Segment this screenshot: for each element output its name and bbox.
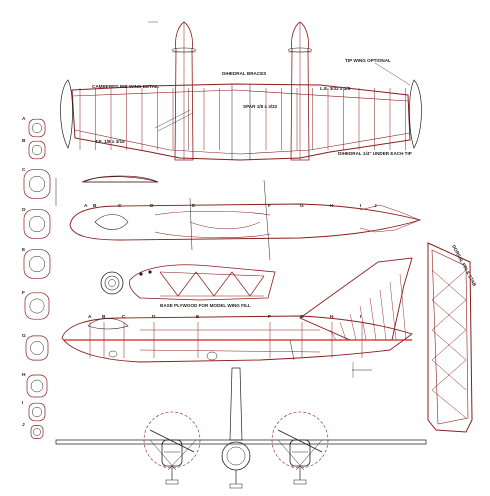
former-hole bbox=[29, 298, 45, 314]
former bbox=[24, 292, 50, 320]
wing-plan-view: CAMBERED RIB WING DETAIL DIHEDRAL BRACES… bbox=[60, 21, 422, 161]
left-nacelle bbox=[171, 21, 197, 161]
former-letter: C bbox=[22, 167, 26, 173]
tip-wing-label: TIP WING OPTIONAL bbox=[345, 58, 391, 63]
former-hole bbox=[30, 379, 44, 393]
former-letter: E bbox=[22, 247, 26, 253]
former bbox=[23, 249, 51, 279]
former-hole bbox=[28, 255, 46, 273]
fuselage-side-view: A B C D E F G H I bbox=[61, 257, 413, 371]
station-label: C bbox=[118, 203, 122, 209]
station-label: D bbox=[152, 314, 156, 320]
tail-rib bbox=[339, 321, 347, 341]
right-nacelle bbox=[287, 21, 313, 161]
station-label: G bbox=[300, 314, 304, 320]
former-hole bbox=[31, 406, 43, 418]
former-letter: G bbox=[22, 333, 26, 339]
tail-rib bbox=[379, 289, 387, 341]
station-label: A bbox=[84, 203, 88, 209]
former bbox=[26, 374, 48, 398]
stab-label: DORSAL FIN & STAB bbox=[451, 244, 477, 288]
wing-note-label: CAMBERED RIB WING DETAIL bbox=[92, 84, 159, 89]
tail-rib bbox=[349, 313, 357, 341]
side-stations: A B C D E F G H I bbox=[88, 314, 363, 358]
former-hole bbox=[33, 428, 41, 436]
station-label: A bbox=[88, 314, 92, 320]
tail-rib bbox=[389, 281, 397, 341]
tail-rib bbox=[399, 273, 407, 341]
former bbox=[28, 140, 46, 160]
station-label: B bbox=[93, 203, 97, 209]
front-view bbox=[55, 367, 427, 489]
station-label: J bbox=[374, 203, 377, 209]
fuselage-note-label: BASE PLYWOOD FOR MODEL WING FILL bbox=[160, 303, 251, 308]
tail-rib bbox=[329, 329, 337, 341]
station-label: C bbox=[122, 314, 126, 320]
dihedral-braces-label: DIHEDRAL BRACES bbox=[222, 71, 266, 76]
station-label: E bbox=[192, 203, 196, 209]
station-label: I bbox=[360, 203, 362, 209]
tail-ribs bbox=[329, 273, 407, 341]
station-label: H bbox=[330, 203, 334, 209]
nacelle-detail: BASE PLYWOOD FOR MODEL WING FILL bbox=[100, 264, 276, 308]
te-label: T.E. 1/8 x 3/16 bbox=[95, 139, 125, 144]
former-letter: I bbox=[22, 400, 24, 406]
former bbox=[28, 118, 46, 138]
former-letter: F bbox=[22, 290, 25, 296]
former bbox=[23, 209, 51, 239]
former-hole bbox=[31, 144, 43, 156]
station-label: G bbox=[300, 203, 304, 209]
spar-label: SPAR 1/8 x 3/32 bbox=[243, 104, 278, 109]
former bbox=[28, 402, 46, 422]
station-label: I bbox=[360, 314, 362, 320]
former-letter: H bbox=[22, 372, 26, 378]
former-hole bbox=[28, 215, 46, 233]
station-label: D bbox=[150, 203, 154, 209]
former bbox=[30, 425, 44, 439]
former-letter: J bbox=[22, 422, 25, 428]
station-label: F bbox=[268, 314, 271, 320]
station-label: H bbox=[330, 314, 334, 320]
wing-ribs bbox=[79, 88, 406, 150]
former-letter: D bbox=[22, 207, 26, 213]
former-letter: A bbox=[22, 116, 26, 122]
fuselage-formers: A B C D E F G H I J bbox=[22, 116, 51, 439]
tail-rib bbox=[369, 297, 377, 341]
former bbox=[23, 169, 51, 199]
station-label: F bbox=[268, 203, 271, 209]
former-letter: B bbox=[22, 138, 26, 144]
former bbox=[25, 335, 49, 361]
former-hole bbox=[31, 122, 43, 134]
former-hole bbox=[28, 175, 46, 193]
station-label: E bbox=[196, 314, 200, 320]
vertical-fin-plan: DORSAL FIN & STAB bbox=[427, 242, 477, 433]
dihedral-tip-label: DIHEDRAL 1/4" UNDER EACH TIP bbox=[338, 151, 412, 156]
station-label: B bbox=[102, 314, 106, 320]
le-spar-label: L.E. 3/32 x 1/8 bbox=[320, 86, 351, 91]
former-hole bbox=[30, 341, 44, 355]
